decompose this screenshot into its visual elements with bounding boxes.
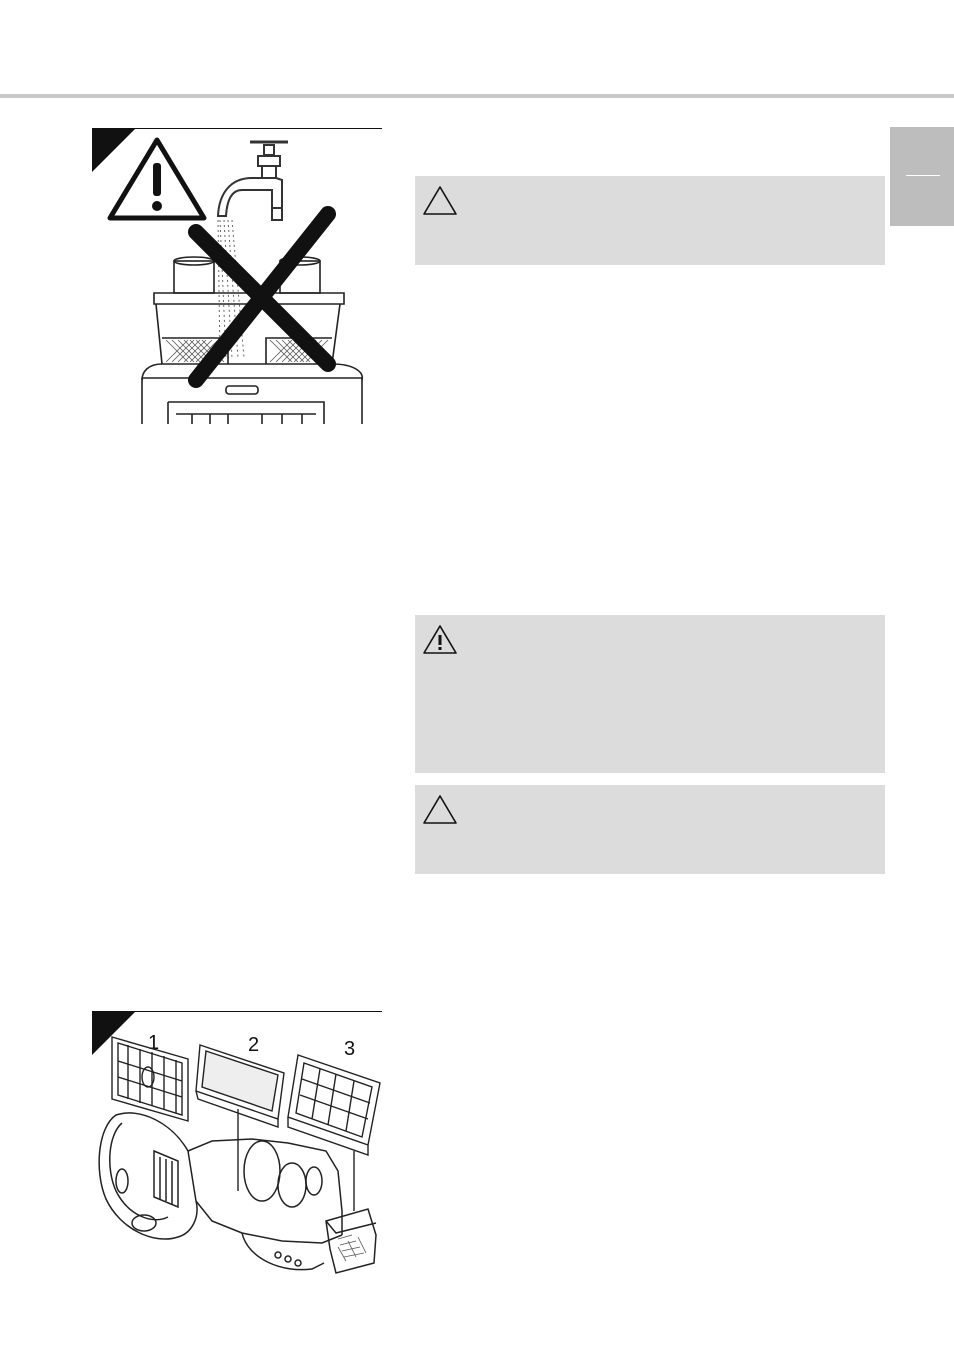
warning-triangle-icon bbox=[107, 137, 207, 221]
figure-rule bbox=[92, 1011, 382, 1012]
cross-out-icon bbox=[188, 206, 336, 388]
filter-label-3: 3 bbox=[344, 1038, 355, 1060]
warning-box-3 bbox=[415, 785, 885, 874]
vacuum-cleaner-icon bbox=[98, 1112, 377, 1274]
motor-filter-icon bbox=[111, 1036, 189, 1122]
exhaust-filter-icon bbox=[287, 1054, 381, 1211]
warning-triangle-icon bbox=[423, 625, 457, 654]
section-tab-line bbox=[906, 175, 940, 176]
figure-no-washing bbox=[92, 128, 382, 424]
filter-mesh bbox=[165, 339, 329, 363]
water-tap-icon bbox=[216, 140, 288, 221]
filter-label-1: 1 bbox=[148, 1032, 159, 1054]
warning-box-2 bbox=[415, 615, 885, 773]
filter-label-2: 2 bbox=[248, 1034, 259, 1056]
figure-corner-marker bbox=[92, 128, 136, 172]
exhaust-housing-mesh bbox=[337, 1234, 367, 1262]
warning-triangle-icon bbox=[423, 186, 457, 215]
filter-housing-icon bbox=[141, 256, 363, 424]
section-tab bbox=[890, 127, 954, 226]
foam-filter-icon bbox=[195, 1044, 285, 1191]
warning-box-1 bbox=[415, 176, 885, 265]
figure-filter-locations: 1 2 3 bbox=[92, 1011, 382, 1281]
warning-triangle-icon bbox=[423, 795, 457, 824]
header-rule bbox=[0, 94, 954, 98]
figure-rule bbox=[92, 128, 382, 129]
